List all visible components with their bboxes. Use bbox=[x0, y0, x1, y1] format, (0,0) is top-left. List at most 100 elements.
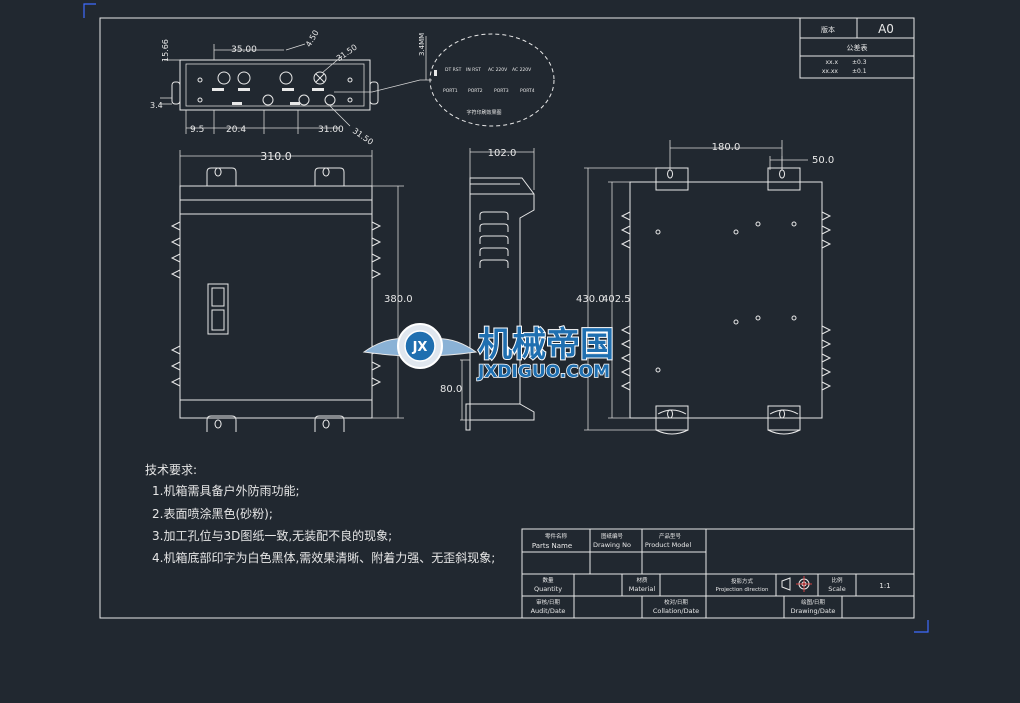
dim-top-15-66: 15.66 bbox=[161, 39, 170, 62]
svg-text:投影方式: 投影方式 bbox=[731, 577, 754, 585]
watermark-title-cn: 机械帝国 bbox=[478, 325, 614, 365]
tolerance-heading: 公差表 bbox=[847, 43, 868, 52]
vent-fin bbox=[170, 221, 181, 231]
scale-value: 1:1 bbox=[879, 582, 890, 590]
vent-fin bbox=[821, 339, 832, 349]
dim-back-430: 430.0 bbox=[576, 294, 605, 305]
svg-text:校对/日期: 校对/日期 bbox=[664, 598, 688, 606]
dim-back-402-5: 402.5 bbox=[602, 294, 631, 305]
svg-text:Collation/Date: Collation/Date bbox=[653, 607, 699, 615]
svg-text:审核/日期: 审核/日期 bbox=[536, 598, 560, 606]
vent-fin bbox=[170, 345, 181, 355]
dim-top-9-5: 9.5 bbox=[190, 125, 204, 135]
svg-text:Scale: Scale bbox=[828, 585, 846, 593]
vent-fin bbox=[371, 237, 382, 247]
vent-fin bbox=[371, 221, 382, 231]
projection-symbol-icon bbox=[781, 577, 791, 591]
vent-fin bbox=[479, 211, 509, 220]
svg-text:产品型号: 产品型号 bbox=[659, 532, 682, 540]
tolerance-value-1: ±0.3 bbox=[852, 59, 867, 66]
svg-text:AC 220V: AC 220V bbox=[488, 67, 508, 73]
detail-caption: 字符印刷效果图 bbox=[466, 109, 501, 116]
side-view: 102.0 80.0 bbox=[440, 148, 535, 431]
svg-text:Material: Material bbox=[629, 585, 656, 593]
front-view: 310.0 380.0 bbox=[179, 150, 413, 432]
dim-top-4-50: 4.50 bbox=[304, 29, 321, 49]
svg-text:PORT3: PORT3 bbox=[494, 88, 509, 94]
svg-text:AC 220V: AC 220V bbox=[512, 67, 532, 73]
vent-fin bbox=[170, 253, 181, 263]
title-block: 零件名称 Parts Name 图纸编号 Drawing No 产品型号 Pro… bbox=[521, 528, 915, 619]
vent-fin bbox=[479, 247, 509, 256]
dim-back-50: 50.0 bbox=[812, 155, 834, 166]
vent-fin bbox=[371, 253, 382, 263]
vent-fin bbox=[170, 237, 181, 247]
vent-fin bbox=[821, 325, 832, 335]
svg-text:Audit/Date: Audit/Date bbox=[531, 607, 566, 615]
vent-fin bbox=[170, 361, 181, 371]
vent-fin bbox=[821, 381, 832, 391]
svg-text:Quantity: Quantity bbox=[534, 585, 562, 593]
tolerance-value-2: ±0.1 bbox=[852, 68, 867, 75]
watermark-badge: JX bbox=[412, 340, 428, 355]
note-item-2: 2.表面喷涂黑色(砂粉); bbox=[152, 507, 273, 521]
viewport-corner-top-left bbox=[83, 3, 96, 18]
svg-text:图纸编号: 图纸编号 bbox=[601, 532, 624, 540]
vent-fin bbox=[620, 381, 631, 391]
svg-text:DT RST: DT RST bbox=[445, 67, 462, 73]
front-vent-fins bbox=[170, 221, 382, 387]
vent-fin bbox=[620, 325, 631, 335]
dim-top-31-00: 31.00 bbox=[318, 125, 344, 135]
tolerance-format-2: xx.xx bbox=[822, 68, 839, 75]
vent-fin bbox=[371, 269, 382, 279]
side-vent-louvers bbox=[479, 211, 509, 268]
note-item-1: 1.机箱需具备户外防雨功能; bbox=[152, 484, 300, 498]
tolerance-format-1: xx.x bbox=[825, 59, 838, 66]
vent-fin bbox=[821, 367, 832, 377]
watermark-logo: JX 机械帝国 JXDIGUO.COM bbox=[362, 323, 615, 383]
back-view: 180.0 50.0 430.0 402.5 bbox=[576, 140, 834, 435]
dim-back-180: 180.0 bbox=[712, 142, 741, 153]
version-value: A0 bbox=[878, 22, 894, 36]
vent-fin bbox=[620, 367, 631, 377]
svg-text:PORT2: PORT2 bbox=[468, 88, 483, 94]
vent-fin bbox=[620, 211, 631, 221]
vent-fin bbox=[371, 377, 382, 387]
vent-fin bbox=[821, 353, 832, 363]
vent-fin bbox=[170, 377, 181, 387]
dim-front-310: 310.0 bbox=[260, 150, 292, 163]
top-view: 35.00 4.50 31.50 15.66 3.4 9.5 20.4 31.0… bbox=[150, 29, 379, 147]
svg-text:PORT4: PORT4 bbox=[520, 88, 535, 94]
svg-text:IN RST: IN RST bbox=[466, 67, 481, 73]
vent-fin bbox=[821, 239, 832, 249]
svg-text:PORT1: PORT1 bbox=[443, 88, 458, 94]
version-label: 版本 bbox=[821, 25, 835, 34]
svg-text:绘图/日期: 绘图/日期 bbox=[801, 598, 825, 606]
svg-text:Drawing No: Drawing No bbox=[593, 541, 631, 549]
svg-text:数量: 数量 bbox=[542, 576, 554, 584]
note-item-4: 4.机箱底部印字为白色黑体,需效果清晰、附着力强、无歪斜现象; bbox=[152, 551, 496, 565]
vent-fin bbox=[479, 259, 509, 268]
vent-fin bbox=[170, 269, 181, 279]
svg-text:材质: 材质 bbox=[636, 576, 648, 584]
vent-fin bbox=[821, 225, 832, 235]
svg-text:Projection direction: Projection direction bbox=[715, 587, 769, 593]
back-vent-fins bbox=[620, 211, 832, 391]
vent-fin bbox=[620, 339, 631, 349]
dim-top-35: 35.00 bbox=[231, 45, 257, 55]
vent-fin bbox=[479, 223, 509, 232]
drawing-border bbox=[99, 17, 915, 619]
dim-top-20-4: 20.4 bbox=[226, 125, 246, 135]
vent-fin bbox=[620, 225, 631, 235]
svg-text:Product Model: Product Model bbox=[645, 541, 691, 549]
notes-heading: 技术要求: bbox=[145, 463, 198, 477]
viewport-corner-bottom-right bbox=[914, 620, 929, 633]
svg-text:比例: 比例 bbox=[831, 576, 843, 584]
vent-fin bbox=[479, 235, 509, 244]
dim-top-3-4: 3.4 bbox=[150, 101, 163, 110]
svg-text:Parts Name: Parts Name bbox=[532, 542, 572, 550]
dim-top-31-50-b: 31.50 bbox=[351, 126, 375, 147]
vent-fin bbox=[620, 239, 631, 249]
